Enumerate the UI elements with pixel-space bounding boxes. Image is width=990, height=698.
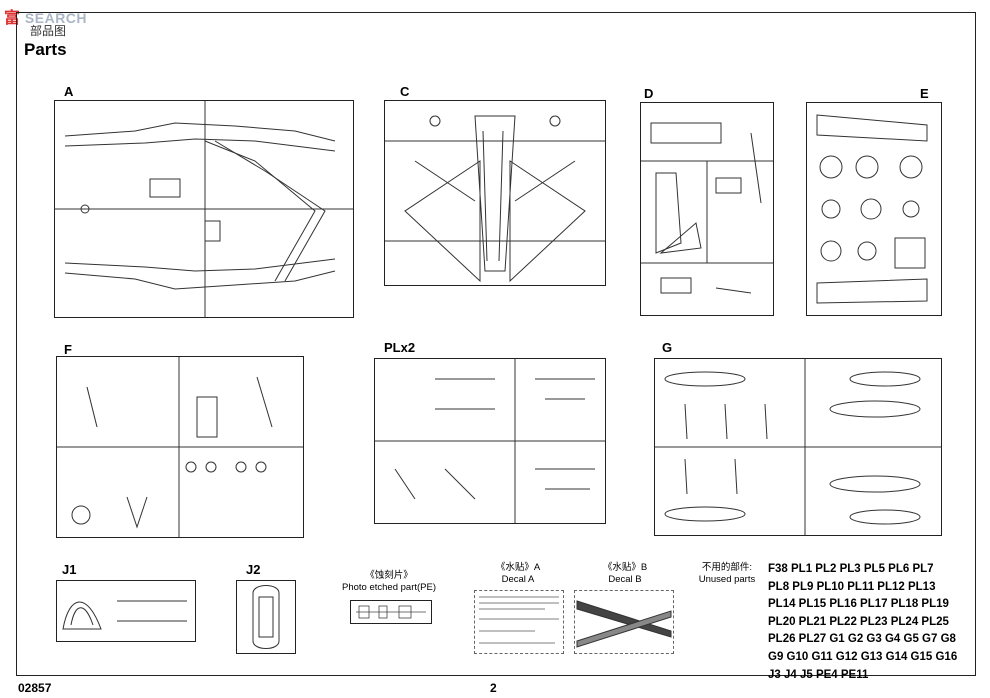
sprue-label-g: G — [662, 340, 673, 355]
instruction-frame — [16, 12, 976, 676]
decal-a-label: 《水贴》A — [495, 562, 541, 573]
sprue-label-e: E — [920, 86, 929, 101]
unused-line: PL26 PL27 G1 G2 G3 G4 G5 G7 G8 — [768, 633, 956, 646]
kit-code: 02857 — [18, 681, 52, 695]
sprue-j2 — [236, 580, 296, 654]
unused-line: PL20 PL21 PL22 PL23 PL24 PL25 — [768, 615, 949, 628]
sprue-label-c: C — [400, 84, 410, 99]
unused-line: PL14 PL15 PL16 PL17 PL18 PL19 — [768, 598, 949, 611]
photo-etched-caption: Photo etched part(PE) — [342, 582, 436, 593]
sprue-c — [384, 100, 606, 286]
sprue-g — [654, 358, 942, 536]
photo-etched-sheet — [350, 600, 432, 624]
unused-chinese: 不用的部件: — [701, 562, 753, 573]
unused-line: PL8 PL9 PL10 PL11 PL12 PL13 — [768, 580, 936, 593]
sprue-f-drawing — [57, 357, 303, 537]
sprue-label-j2: J2 — [246, 562, 261, 577]
sprue-f — [56, 356, 304, 538]
sprue-label-f: F — [64, 342, 72, 357]
sprue-d — [640, 102, 774, 316]
sprue-e-drawing — [816, 114, 928, 304]
photo-etched-drawing — [356, 605, 426, 619]
unused-parts-list: F38 PL1 PL2 PL3 PL5 PL6 PL7 PL8 PL9 PL10… — [768, 561, 974, 684]
decal-a-sheet — [474, 590, 564, 654]
sprue-c-drawing — [385, 115, 605, 283]
unused-caption: Unused parts — [698, 574, 756, 585]
unused-line: J3 J4 J5 PE4 PE11 — [768, 668, 869, 681]
decal-b-sheet — [574, 590, 674, 654]
sprue-e — [806, 102, 942, 316]
sprue-label-j1: J1 — [62, 562, 77, 577]
sprue-j1 — [56, 580, 196, 642]
page-number: 2 — [490, 681, 497, 695]
sprue-pl-drawing — [375, 359, 605, 523]
sprue-j1-drawing — [62, 600, 187, 630]
watermark-text: SEARCH — [24, 10, 88, 26]
sprue-g-drawing — [655, 359, 941, 535]
unused-line: G9 G10 G11 G12 G13 G14 G15 G16 — [768, 650, 958, 663]
sprue-j2-drawing — [252, 585, 280, 649]
sprue-label-d: D — [644, 86, 654, 101]
decal-b-caption: Decal B — [608, 574, 642, 585]
sprue-label-pl: PLx2 — [384, 340, 416, 355]
sprue-pl — [374, 358, 606, 524]
sprue-a-drawing — [55, 101, 353, 317]
photo-etched-label: 《蚀刻片》 — [365, 570, 413, 581]
sprue-label-a: A — [64, 84, 74, 99]
unused-line: F38 PL1 PL2 PL3 PL5 PL6 PL7 — [768, 563, 934, 575]
sprue-a — [54, 100, 354, 318]
page-title: Parts — [24, 40, 67, 59]
header-chinese: 部品图 — [30, 24, 67, 38]
decal-a-drawing — [479, 596, 559, 644]
sprue-d-drawing — [641, 122, 773, 294]
decal-a-caption: Decal A — [501, 574, 535, 585]
decal-b-label: 《水贴》B — [602, 562, 648, 573]
decal-b-drawing — [576, 600, 672, 648]
